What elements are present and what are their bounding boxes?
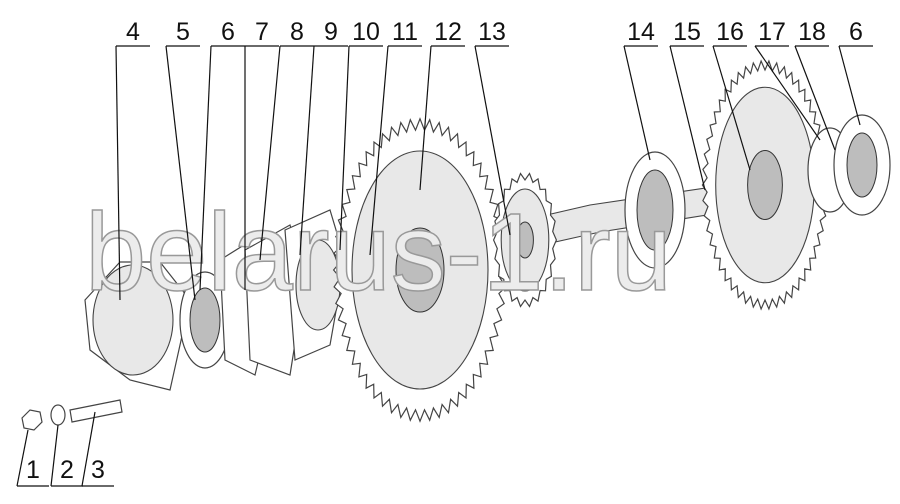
leader-line — [838, 45, 861, 126]
callout-number: 15 — [673, 18, 701, 46]
leader-line — [794, 45, 836, 151]
cover-part-4 — [84, 261, 191, 391]
callout-number: 4 — [126, 18, 140, 46]
callout-number: 18 — [798, 18, 826, 46]
leader-line — [419, 45, 432, 191]
callout-number: 10 — [352, 18, 380, 46]
leader-line — [339, 45, 350, 251]
leader-line — [712, 45, 751, 171]
callout-number: 6 — [849, 18, 863, 46]
callout-number: 2 — [60, 456, 74, 484]
bearing-part-17-18-6 — [807, 114, 891, 216]
callout-16: 16 — [712, 18, 751, 171]
flange-parts-7-10 — [219, 209, 346, 376]
callout-number: 1 — [26, 456, 40, 484]
leader-line — [259, 45, 281, 261]
bearing-part-5-6 — [179, 271, 231, 369]
callout-9: 9 — [299, 18, 348, 256]
callout-13: 13 — [474, 18, 511, 236]
callout-11: 11 — [369, 18, 422, 256]
callout-number: 14 — [627, 18, 655, 46]
leader-line — [165, 45, 196, 301]
callout-1: 1 — [16, 429, 49, 487]
leader-line — [754, 45, 821, 141]
callout-8: 8 — [259, 18, 314, 261]
leader-line — [16, 429, 29, 487]
leader-line — [669, 45, 706, 191]
callout-number: 12 — [434, 18, 462, 46]
callout-17: 17 — [754, 18, 821, 141]
callout-7: 7 — [244, 18, 279, 290]
callout-number: 16 — [716, 18, 744, 46]
leader-line — [81, 411, 96, 487]
leader-line — [299, 45, 315, 256]
small-gear-part-13 — [492, 172, 558, 308]
callout-number: 3 — [91, 456, 105, 484]
callout-number: 7 — [255, 18, 269, 46]
callout-6: 6 — [199, 18, 245, 291]
large-gear-part-12 — [332, 117, 508, 423]
callout-15: 15 — [669, 18, 706, 191]
callout-2: 2 — [50, 424, 83, 487]
callout-number: 17 — [758, 18, 786, 46]
watermark: belarus-1.ru — [85, 191, 672, 314]
callout-18: 18 — [794, 18, 836, 151]
callout-3: 3 — [81, 411, 114, 487]
callout-number: 8 — [290, 18, 304, 46]
callout-number: 13 — [478, 18, 506, 46]
fastener-parts-1-3 — [21, 399, 123, 431]
callout-10: 10 — [339, 18, 383, 251]
callout-number: 5 — [176, 18, 190, 46]
leader-line — [115, 45, 121, 301]
leader-line — [369, 45, 389, 256]
callout-number: 11 — [392, 18, 418, 46]
callout-number: 9 — [324, 18, 338, 46]
callout-14: 14 — [623, 18, 658, 161]
callout-4: 4 — [115, 18, 150, 301]
callout-6: 6 — [838, 18, 873, 126]
leader-line — [623, 45, 651, 161]
leader-line — [50, 424, 59, 487]
leader-line — [199, 45, 212, 291]
callout-number: 6 — [221, 18, 235, 46]
bearing-part-14 — [624, 151, 686, 269]
callout-12: 12 — [419, 18, 465, 191]
leader-line — [474, 45, 511, 236]
callout-5: 5 — [165, 18, 200, 301]
